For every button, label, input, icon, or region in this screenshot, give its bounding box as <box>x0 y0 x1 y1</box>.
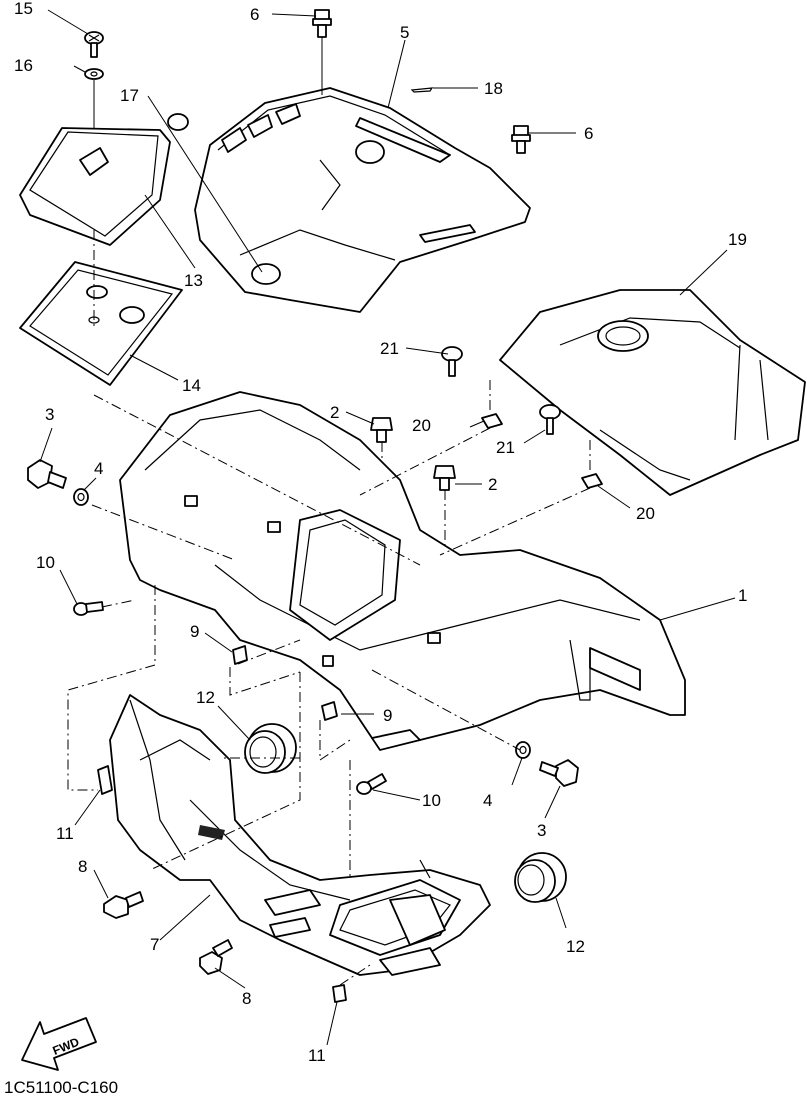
part-10-screw-left <box>73 601 104 616</box>
part-3-bolt-right <box>539 759 579 787</box>
part-10-screw-right <box>356 773 387 795</box>
label-part-8-lower: 8 <box>242 989 251 1008</box>
label-part-18: 18 <box>484 79 503 98</box>
part-16-washer <box>84 68 104 80</box>
part-1-front-fender <box>119 391 686 751</box>
part-5-front-panel <box>194 87 531 313</box>
label-part-2-lower: 2 <box>488 475 497 494</box>
label-part-4-left: 4 <box>94 459 103 478</box>
label-part-10-right: 10 <box>422 791 441 810</box>
part-6-bolt-right <box>511 125 531 154</box>
label-part-16: 16 <box>14 56 33 75</box>
part-3-bolt-left <box>27 459 67 489</box>
part-11-clip-right <box>332 984 347 1003</box>
label-part-1: 1 <box>738 586 747 605</box>
label-part-12-right: 12 <box>566 937 585 956</box>
label-part-6-right: 6 <box>584 124 593 143</box>
label-part-21-lower: 21 <box>496 438 515 457</box>
part-21-screw-upper <box>441 346 463 377</box>
label-part-20-lower: 20 <box>636 504 655 523</box>
part-20-nut-upper <box>481 413 503 429</box>
part-20-nut-lower <box>581 473 603 489</box>
part-19-rear-panel <box>499 289 806 496</box>
label-part-20-upper: 20 <box>412 416 431 435</box>
part-9-clip-right <box>321 701 338 721</box>
part-8-bolt-lower <box>199 939 233 975</box>
leader-lines <box>39 9 736 1046</box>
part-15-screw <box>84 31 104 58</box>
part-2-bolt-lower <box>433 465 456 491</box>
label-part-5: 5 <box>400 23 409 42</box>
part-17-emblem <box>167 113 189 131</box>
label-part-2-upper: 2 <box>330 403 339 422</box>
label-part-21-upper: 21 <box>380 339 399 358</box>
label-part-14: 14 <box>182 376 201 395</box>
label-part-4-right: 4 <box>483 791 492 810</box>
part-12-grommet-right <box>514 852 567 903</box>
label-part-13: 13 <box>184 271 203 290</box>
part-14-gasket <box>19 261 183 386</box>
label-part-19: 19 <box>728 230 747 249</box>
part-21-screw-lower <box>539 404 561 435</box>
label-part-8-upper: 8 <box>78 857 87 876</box>
label-part-3-right: 3 <box>537 821 546 840</box>
part-11-clip-left <box>97 765 113 795</box>
part-4-washer-right <box>515 741 531 759</box>
diagram-code: 1C51100-C160 <box>4 1078 118 1096</box>
label-part-10-left: 10 <box>36 553 55 572</box>
part-7-front-guard <box>109 694 491 976</box>
label-part-11-right: 11 <box>308 1046 326 1065</box>
label-part-12-left: 12 <box>196 688 215 707</box>
label-part-9-left: 9 <box>190 622 199 641</box>
fwd-arrow-icon: FWD <box>21 1017 97 1071</box>
part-18-band <box>410 87 434 93</box>
label-part-9-right: 9 <box>383 706 392 725</box>
label-part-17: 17 <box>120 86 139 105</box>
part-4-washer-left <box>73 488 89 506</box>
part-8-bolt-upper <box>103 891 144 919</box>
label-part-11-left: 11 <box>56 824 74 843</box>
part-13-cover <box>19 127 171 246</box>
label-part-6-top: 6 <box>250 5 259 24</box>
label-part-3-left: 3 <box>45 405 54 424</box>
label-part-15: 15 <box>14 0 33 18</box>
part-2-bolt-upper <box>370 417 393 443</box>
label-part-7: 7 <box>150 935 159 954</box>
part-6-bolt-top <box>312 9 332 38</box>
part-12-grommet-left <box>244 723 297 774</box>
